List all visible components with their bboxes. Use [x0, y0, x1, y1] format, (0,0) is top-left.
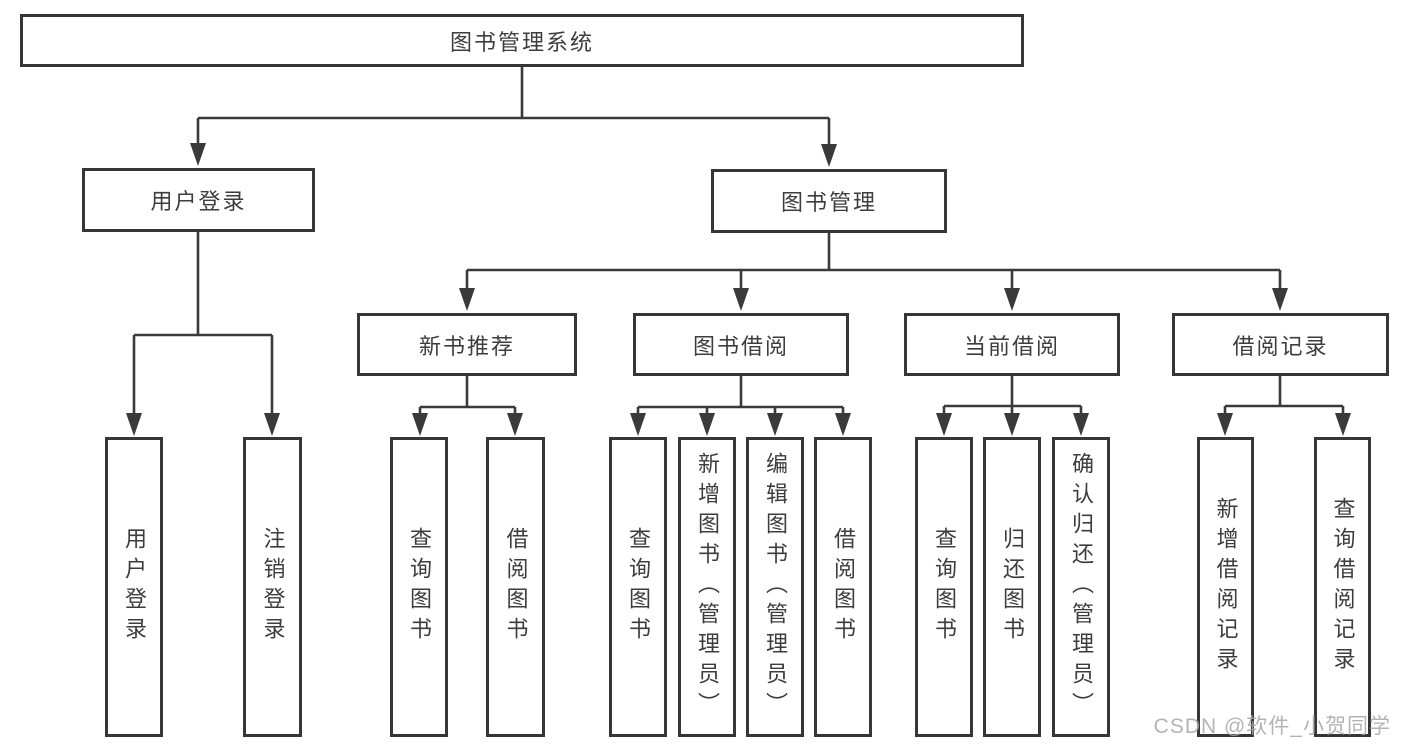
leaf-query-books-borrow: 查询图书: [609, 437, 667, 737]
node-new-book-recommend: 新书推荐: [357, 313, 577, 376]
leaf-confirm-return-admin-label: 确认归还（管理员）: [1069, 452, 1094, 722]
connector-current-children: [942, 376, 1083, 418]
node-root: 图书管理系统: [20, 14, 1024, 67]
leaf-add-borrow-record-label: 新增借阅记录: [1213, 497, 1239, 677]
leaf-user-login-label: 用户登录: [122, 527, 147, 647]
node-current-borrow: 当前借阅: [904, 313, 1120, 376]
node-book-management-label: 图书管理: [780, 190, 877, 215]
connector-recommend-children: [418, 376, 517, 418]
leaf-logout: 注销登录: [243, 437, 302, 737]
leaf-edit-book-admin-label: 编辑图书（管理员）: [763, 452, 788, 722]
arrow-down-icon: [821, 144, 837, 167]
leaf-borrow-books-recommend: 借阅图书: [486, 437, 545, 737]
arrow-down-icon: [767, 413, 783, 436]
leaf-query-books-recommend: 查询图书: [390, 437, 448, 737]
node-book-borrow-label: 图书借阅: [692, 333, 789, 359]
leaf-return-book-label: 归还图书: [1000, 527, 1025, 647]
leaf-logout-label: 注销登录: [260, 527, 286, 647]
arrow-down-icon: [936, 413, 952, 436]
leaf-query-books-current: 查询图书: [915, 437, 973, 737]
connector-management-children: [465, 233, 1282, 293]
arrow-down-icon: [733, 288, 749, 311]
leaf-return-book: 归还图书: [983, 437, 1041, 737]
connector-login-children: [132, 232, 274, 418]
arrow-down-icon: [507, 413, 523, 436]
leaf-borrow-books: 借阅图书: [814, 437, 872, 737]
node-book-management: 图书管理: [711, 169, 947, 233]
arrow-down-icon: [459, 288, 475, 311]
connector-borrow-children: [636, 376, 845, 418]
arrow-down-icon: [412, 413, 428, 436]
node-current-borrow-label: 当前借阅: [963, 333, 1060, 359]
arrow-down-icon: [1073, 413, 1089, 436]
arrow-down-icon: [630, 413, 646, 436]
leaf-edit-book-admin: 编辑图书（管理员）: [746, 437, 804, 737]
leaf-add-borrow-record: 新增借阅记录: [1197, 437, 1254, 737]
node-borrow-records-label: 借阅记录: [1232, 333, 1329, 359]
node-book-borrow: 图书借阅: [633, 313, 849, 376]
leaf-add-book-admin-label: 新增图书（管理员）: [695, 452, 720, 722]
node-new-book-recommend-label: 新书推荐: [418, 333, 515, 359]
node-user-login-label: 用户登录: [150, 189, 247, 214]
arrow-down-icon: [1004, 413, 1020, 436]
leaf-confirm-return-admin: 确认归还（管理员）: [1052, 437, 1110, 737]
leaf-add-book-admin: 新增图书（管理员）: [678, 437, 736, 737]
leaf-query-books-recommend-label: 查询图书: [407, 527, 432, 647]
arrow-down-icon: [1217, 413, 1233, 436]
csdn-watermark: CSDN @软件_小贺同学: [1153, 715, 1391, 738]
connector-root-to-level2: [196, 67, 831, 149]
arrow-down-icon: [835, 413, 851, 436]
leaf-query-books-borrow-label: 查询图书: [626, 527, 651, 647]
node-user-login: 用户登录: [82, 168, 315, 232]
node-root-label: 图书管理系统: [449, 29, 594, 55]
arrow-down-icon: [264, 413, 280, 436]
leaf-borrow-books-recommend-label: 借阅图书: [503, 527, 529, 647]
leaf-query-borrow-record: 查询借阅记录: [1314, 437, 1371, 737]
connector-records-children: [1223, 376, 1345, 418]
arrow-down-icon: [1004, 288, 1020, 311]
leaf-query-books-current-label: 查询图书: [932, 527, 957, 647]
node-borrow-records: 借阅记录: [1172, 313, 1389, 376]
arrow-down-icon: [190, 143, 206, 166]
arrow-down-icon: [1272, 288, 1288, 311]
arrow-down-icon: [126, 413, 142, 436]
leaf-user-login: 用户登录: [105, 437, 163, 737]
arrow-down-icon: [699, 413, 715, 436]
arrow-down-icon: [1335, 413, 1351, 436]
leaf-borrow-books-label: 借阅图书: [831, 527, 856, 647]
leaf-query-borrow-record-label: 查询借阅记录: [1330, 497, 1356, 677]
